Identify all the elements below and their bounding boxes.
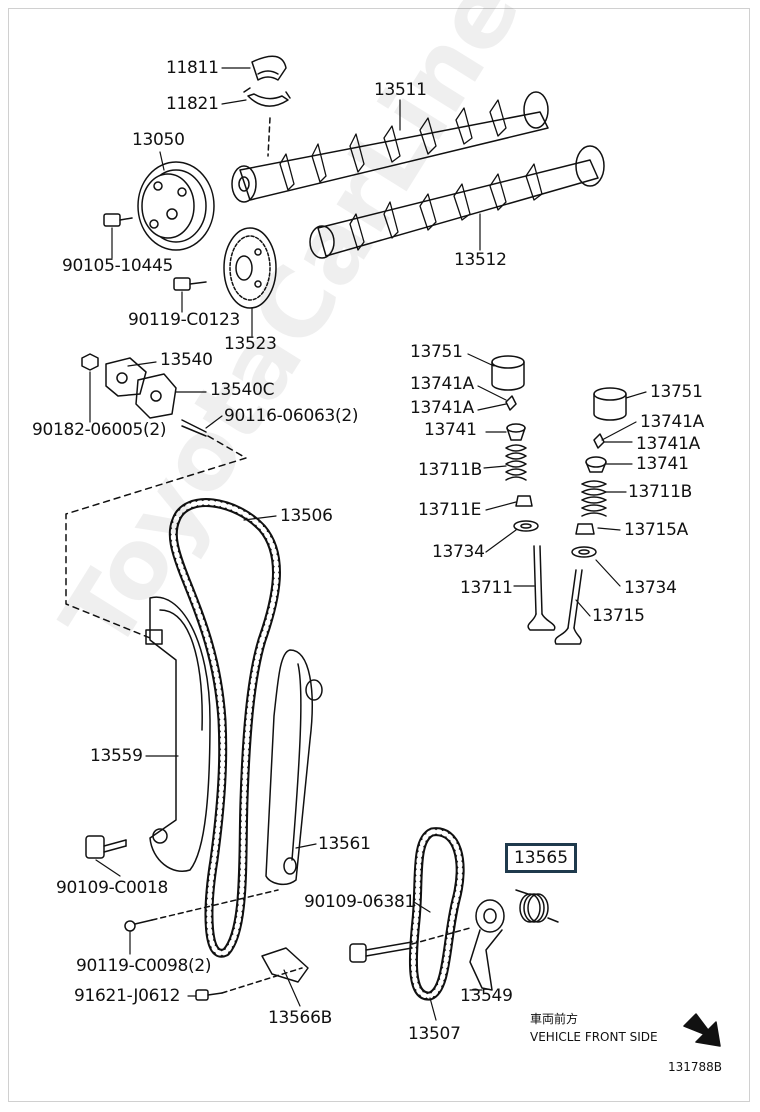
bolt-90119-c0123 (173, 277, 207, 291)
vvt-gear-assembly (137, 161, 215, 251)
label-13549: 13549 (460, 986, 513, 1006)
label-11811: 11811 (166, 58, 219, 78)
label-13050: 13050 (132, 130, 185, 150)
label-13566b: 13566B (268, 1008, 332, 1028)
label-13751-right: 13751 (650, 382, 703, 402)
camshaft-13512 (309, 145, 605, 259)
valve-lifter-right (593, 387, 627, 421)
label-13711b-left: 13711B (418, 460, 482, 480)
chain-guide-13559 (145, 596, 211, 872)
direction-label-jp: 車両前方 (530, 1012, 579, 1026)
valve-spring-seat-right (571, 546, 597, 558)
label-91621-j0612: 91621-J0612 (74, 986, 181, 1006)
exhaust-valve-13715 (554, 569, 583, 645)
label-90182-06005: 90182-06005(2) (32, 420, 167, 440)
label-13741a-3: 13741A (640, 412, 704, 432)
label-13540: 13540 (160, 350, 213, 370)
bolt-90119-c0098 (124, 919, 153, 932)
chain-guide-13561 (265, 649, 323, 886)
label-13711e: 13711E (418, 500, 482, 520)
label-13540c: 13540C (210, 380, 275, 400)
label-13711: 13711 (460, 578, 513, 598)
label-13561: 13561 (318, 834, 371, 854)
label-13741-right: 13741 (636, 454, 689, 474)
arrow-down-right-icon (683, 1013, 721, 1047)
label-13715a: 13715A (624, 520, 688, 540)
label-11821: 11821 (166, 94, 219, 114)
camshaft-bearing-lower (243, 87, 291, 107)
label-13734-right: 13734 (624, 578, 677, 598)
label-13523: 13523 (224, 334, 277, 354)
label-13751-left: 13751 (410, 342, 463, 362)
label-13511: 13511 (374, 80, 427, 100)
camshaft-bearing-upper (251, 55, 287, 81)
direction-label-en: VEHICLE FRONT SIDE (530, 1030, 658, 1044)
label-13506: 13506 (280, 506, 333, 526)
label-90109-c0018: 90109-C0018 (56, 878, 169, 898)
label-13711b-right: 13711B (628, 482, 692, 502)
label-90105-10445: 90105-10445 (62, 256, 173, 276)
valve-retainer-right (585, 456, 607, 473)
bolt-91621-j0612 (195, 989, 223, 1001)
label-90109-06381: 90109-06381 (304, 892, 415, 912)
label-90116-06063: 90116-06063(2) (224, 406, 359, 426)
valve-spring-left (505, 444, 527, 481)
label-13559: 13559 (90, 746, 143, 766)
stud-90116-06063 (181, 419, 207, 437)
valve-lifter-left (491, 355, 525, 391)
valve-stem-seal-right (575, 523, 595, 535)
chain-tensioner (105, 357, 147, 397)
label-13512: 13512 (454, 250, 507, 270)
bolt-90109-c0018 (85, 835, 127, 859)
label-13741a-2: 13741A (410, 398, 474, 418)
valve-spring-seat-left (513, 520, 539, 532)
valve-keeper-right (593, 433, 605, 449)
label-13741a-1: 13741A (410, 374, 474, 394)
camshaft-sprocket (223, 227, 277, 309)
label-13715: 13715 (592, 606, 645, 626)
label-90119-c0123: 90119-C0123 (128, 310, 241, 330)
tensioner-spring-13565 (515, 889, 559, 923)
camshaft-13511 (231, 91, 549, 203)
bolt-90109-06381 (349, 941, 413, 963)
tensioner-arm-13549 (469, 899, 505, 991)
label-90119-c0098: 90119-C0098(2) (76, 956, 212, 976)
nut-90182-06005 (81, 353, 99, 371)
bolt-90105-10445 (103, 213, 133, 227)
label-13741a-4: 13741A (636, 434, 700, 454)
label-13734-left: 13734 (432, 542, 485, 562)
label-13507: 13507 (408, 1024, 461, 1044)
label-13565: 13565 (505, 843, 577, 873)
valve-keeper-left (505, 395, 517, 411)
valve-retainer-left (506, 423, 526, 441)
chain-slipper-13566b (261, 947, 309, 983)
intake-valve-13711 (527, 545, 556, 631)
label-13741-left: 13741 (424, 420, 477, 440)
valve-stem-seal-left (515, 495, 533, 507)
tensioner-gasket (135, 373, 177, 419)
valve-spring-right (581, 480, 607, 517)
diagram-code: 131788B (668, 1060, 723, 1074)
